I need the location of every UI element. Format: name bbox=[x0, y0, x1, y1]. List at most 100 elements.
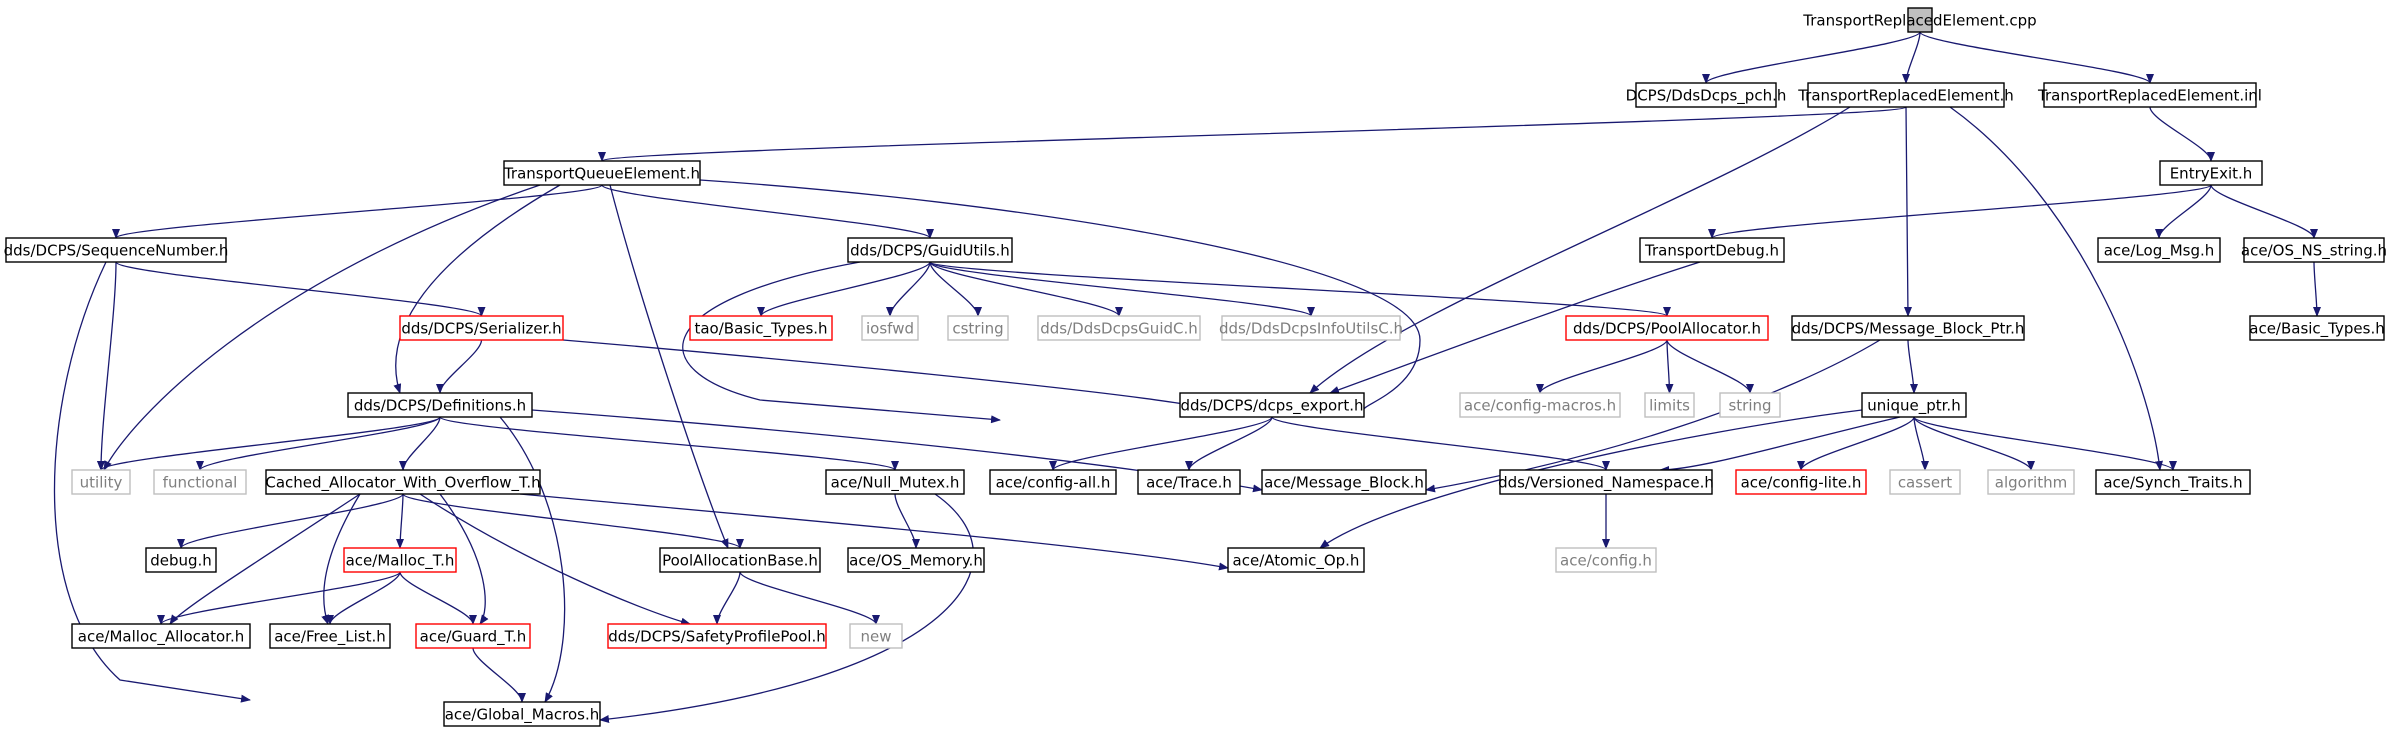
node-label: ace/Null_Mutex.h bbox=[831, 474, 960, 493]
node-seqnum[interactable]: dds/DCPS/SequenceNumber.h bbox=[4, 237, 229, 263]
node-uniqueptr[interactable]: unique_ptr.h bbox=[1861, 392, 1967, 418]
node-treinl[interactable]: TransportReplacedElement.inl bbox=[2037, 82, 2262, 108]
edge-guidutils-to-export bbox=[682, 261, 1001, 424]
node-versioned[interactable]: dds/Versioned_Namespace.h bbox=[1498, 469, 1714, 495]
node-poolalloc[interactable]: dds/DCPS/PoolAllocator.h bbox=[1565, 315, 1769, 341]
node-box bbox=[1807, 82, 2005, 108]
node-box bbox=[1261, 469, 1427, 495]
node-osmem[interactable]: ace/OS_Memory.h bbox=[847, 547, 985, 573]
edge-layer bbox=[53, 31, 2321, 723]
node-label: ace/config.h bbox=[1560, 552, 1652, 570]
node-mallocalloc[interactable]: ace/Malloc_Allocator.h bbox=[71, 623, 251, 649]
edge-serializer-to-defs bbox=[436, 339, 483, 394]
edge-defs-to-cawo bbox=[399, 416, 441, 471]
node-label: TransportQueueElement.h bbox=[503, 165, 700, 183]
node-msgblock[interactable]: ace/Message_Block.h bbox=[1261, 469, 1427, 495]
node-new: new bbox=[849, 623, 903, 649]
edge-malloct-to-freelist bbox=[326, 571, 401, 625]
node-defs[interactable]: dds/DCPS/Definitions.h bbox=[347, 392, 533, 418]
edge-export-to-versioned bbox=[1271, 416, 1610, 471]
node-label: dds/DCPS/dcps_export.h bbox=[1180, 397, 1363, 416]
node-freelist[interactable]: ace/Free_List.h bbox=[269, 623, 391, 649]
node-taobt[interactable]: tao/Basic_Types.h bbox=[689, 315, 833, 341]
node-cfglite[interactable]: ace/config-lite.h bbox=[1735, 469, 1867, 495]
node-label: Cached_Allocator_With_Overflow_T.h bbox=[265, 474, 540, 493]
node-guidc: dds/DdsDcpsGuidC.h bbox=[1037, 315, 1201, 341]
node-box bbox=[265, 469, 541, 495]
node-label: ace/Trace.h bbox=[1146, 474, 1232, 492]
node-cfgall[interactable]: ace/config-all.h bbox=[989, 469, 1117, 495]
node-label: DCPS/DdsDcps_pch.h bbox=[1626, 87, 1787, 106]
node-cawo[interactable]: Cached_Allocator_With_Overflow_T.h bbox=[265, 469, 541, 495]
node-osns[interactable]: ace/OS_NS_string.h bbox=[2241, 237, 2387, 263]
node-box bbox=[1459, 392, 1621, 418]
node-trace[interactable]: ace/Trace.h bbox=[1137, 469, 1241, 495]
node-label: cstring bbox=[952, 320, 1003, 338]
edge-treinl-to-entryexit bbox=[2149, 106, 2215, 162]
node-box bbox=[1639, 237, 1785, 263]
node-atomic[interactable]: ace/Atomic_Op.h bbox=[1227, 547, 1365, 573]
node-label: ace/Malloc_T.h bbox=[346, 552, 455, 571]
node-safetypool[interactable]: dds/DCPS/SafetyProfilePool.h bbox=[607, 623, 827, 649]
node-treh[interactable]: TransportReplacedElement.h bbox=[1797, 82, 2014, 108]
node-serializer[interactable]: dds/DCPS/Serializer.h bbox=[399, 315, 564, 341]
node-nullmutex[interactable]: ace/Null_Mutex.h bbox=[825, 469, 965, 495]
node-box bbox=[2159, 160, 2263, 186]
node-box bbox=[689, 315, 833, 341]
node-label: dds/DCPS/PoolAllocator.h bbox=[1573, 320, 1761, 338]
edge-entryexit-to-osns bbox=[2210, 184, 2318, 239]
node-box bbox=[503, 160, 701, 186]
edge-guidutils-to-cstring bbox=[929, 261, 982, 317]
edge-guidutils-to-poolalloc bbox=[929, 261, 1671, 317]
edge-tqe-to-export bbox=[699, 179, 1421, 411]
edge-nullmutex-to-globalmacros bbox=[599, 493, 974, 723]
node-tqe[interactable]: TransportQueueElement.h bbox=[503, 160, 701, 186]
edge-treh-to-export bbox=[1309, 106, 1851, 394]
node-logmsg[interactable]: ace/Log_Msg.h bbox=[2097, 237, 2221, 263]
node-root[interactable]: TransportReplacedElement.cpp bbox=[1802, 7, 2037, 33]
node-label: iosfwd bbox=[866, 320, 914, 338]
node-box bbox=[1861, 392, 1967, 418]
node-box bbox=[1221, 315, 1401, 341]
node-box bbox=[399, 315, 564, 341]
edge-uniqueptr-to-versioned bbox=[1659, 416, 1901, 474]
node-label: dds/DCPS/GuidUtils.h bbox=[850, 242, 1010, 260]
node-entryexit[interactable]: EntryExit.h bbox=[2159, 160, 2263, 186]
node-box bbox=[343, 547, 457, 573]
edge-poolbase-to-new bbox=[739, 571, 880, 625]
node-box bbox=[153, 469, 247, 495]
node-export[interactable]: dds/DCPS/dcps_export.h bbox=[1179, 392, 1365, 418]
edge-entryexit-to-logmsg bbox=[2155, 184, 2212, 239]
node-tdebug[interactable]: TransportDebug.h bbox=[1639, 237, 1785, 263]
node-synch[interactable]: ace/Synch_Traits.h bbox=[2095, 469, 2251, 495]
node-label: ace/Message_Block.h bbox=[1264, 474, 1424, 493]
node-malloct[interactable]: ace/Malloc_T.h bbox=[343, 547, 457, 573]
edge-malloct-to-guard bbox=[399, 571, 477, 625]
node-box bbox=[947, 315, 1009, 341]
node-label: ace/config-macros.h bbox=[1464, 397, 1616, 415]
node-debug[interactable]: debug.h bbox=[145, 547, 217, 573]
node-box bbox=[71, 469, 131, 495]
node-globalmacros[interactable]: ace/Global_Macros.h bbox=[443, 701, 601, 727]
edge-mbptr-to-uniqueptr bbox=[1907, 339, 1918, 394]
node-label: dds/DCPS/Definitions.h bbox=[354, 397, 526, 415]
node-guidutils[interactable]: dds/DCPS/GuidUtils.h bbox=[847, 237, 1013, 263]
node-string: string bbox=[1719, 392, 1781, 418]
edge-treh-to-synch bbox=[1949, 106, 2163, 471]
node-guard[interactable]: ace/Guard_T.h bbox=[415, 623, 531, 649]
node-acebt[interactable]: ace/Basic_Types.h bbox=[2249, 315, 2385, 341]
node-label: PoolAllocationBase.h bbox=[662, 552, 818, 570]
edge-uniqueptr-to-cfglite bbox=[1797, 416, 1915, 471]
edge-nullmutex-to-osmem bbox=[894, 493, 920, 549]
node-box bbox=[659, 547, 821, 573]
node-label: dds/DCPS/Serializer.h bbox=[401, 320, 561, 338]
node-layer: TransportReplacedElement.cppDCPS/DdsDcps… bbox=[4, 7, 2387, 727]
edge-cawo-to-malloct bbox=[396, 493, 405, 549]
node-mbptr[interactable]: dds/DCPS/Message_Block_Ptr.h bbox=[1791, 315, 2025, 341]
node-label: algorithm bbox=[1995, 474, 2067, 492]
edge-entryexit-to-tdebug bbox=[1708, 184, 2212, 239]
node-poolbase[interactable]: PoolAllocationBase.h bbox=[659, 547, 821, 573]
node-pch[interactable]: DCPS/DdsDcps_pch.h bbox=[1626, 82, 1787, 108]
node-box bbox=[1644, 392, 1695, 418]
